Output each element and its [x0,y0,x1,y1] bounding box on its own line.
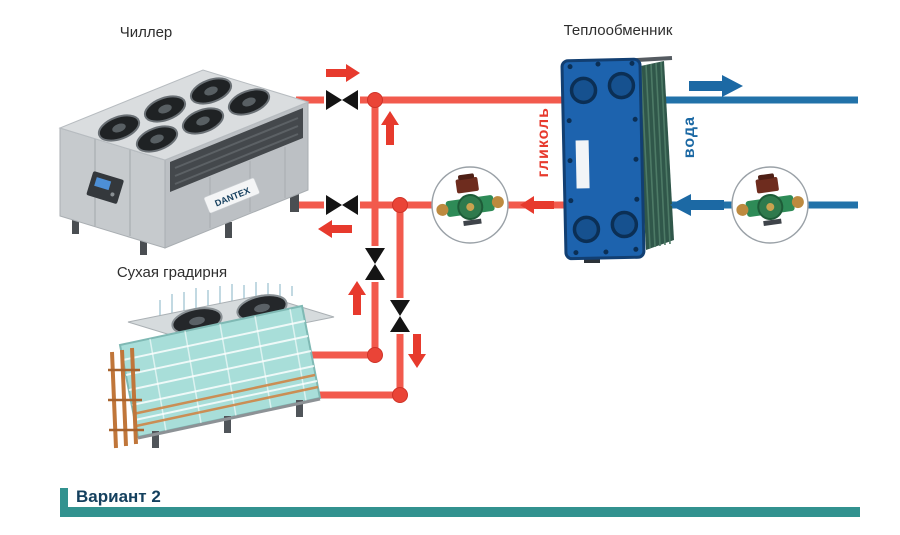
valve-icon [363,246,387,282]
dry-cooler-image [108,282,335,449]
glycol-flow-arrow-down-icon [408,334,426,368]
glycol-flow-arrow-right-icon [326,64,360,82]
water-flow-arrow-right-icon [689,75,743,97]
chiller-fan-icon [97,114,141,142]
junction-dot-icon [392,387,408,403]
water-flow-label: вода [681,116,698,159]
bottom-accent-bar [60,507,860,517]
copper-manifold [110,347,138,449]
caption-accent-bar [60,488,68,507]
valve-icon [324,88,360,112]
glycol-flow-arrow-left-icon [520,196,554,214]
dry-cooler-label: Сухая градирня [116,264,228,281]
chiller-control-panel [86,171,124,204]
glycol-pump-icon [431,166,509,244]
water-pump-icon [731,166,809,244]
glycol-flow-arrow-up-icon [381,111,399,145]
water-flow-arrow-left-icon [670,194,724,216]
port-circle [569,76,598,105]
variant-caption: Вариант 2 [76,487,161,506]
junction-dot-icon [367,347,383,363]
heat-exchanger-label: Теплообменник [563,22,673,39]
port-circle [610,210,639,239]
glycol-flow-label: гликоль [535,107,552,178]
nameplate-sticker [575,140,590,189]
chiller-fan-icon [227,88,271,116]
chiller-fan-icon [181,107,225,135]
glycol-pipe-network [296,96,564,399]
glycol-flow-arrow-up-icon [348,281,366,315]
bolt-dots [566,60,640,256]
chiller-label: Чиллер [119,24,173,41]
valve-icon [388,298,412,334]
junction-dot-icon [367,92,383,108]
chiller-fan-icon [189,77,233,105]
frame-plate [560,57,646,261]
chiller-fan-icon [135,125,179,153]
heat-exchanger-image [560,56,674,263]
junction-dot-icon [392,197,408,213]
port-circle [572,215,601,244]
glycol-flow-arrow-left-icon [318,220,352,238]
chiller-fan-icon [143,95,187,123]
chiller-image: DANTEX [58,69,310,255]
spray-mist [159,282,293,322]
valve-icon [324,193,360,217]
port-circle [607,71,636,100]
